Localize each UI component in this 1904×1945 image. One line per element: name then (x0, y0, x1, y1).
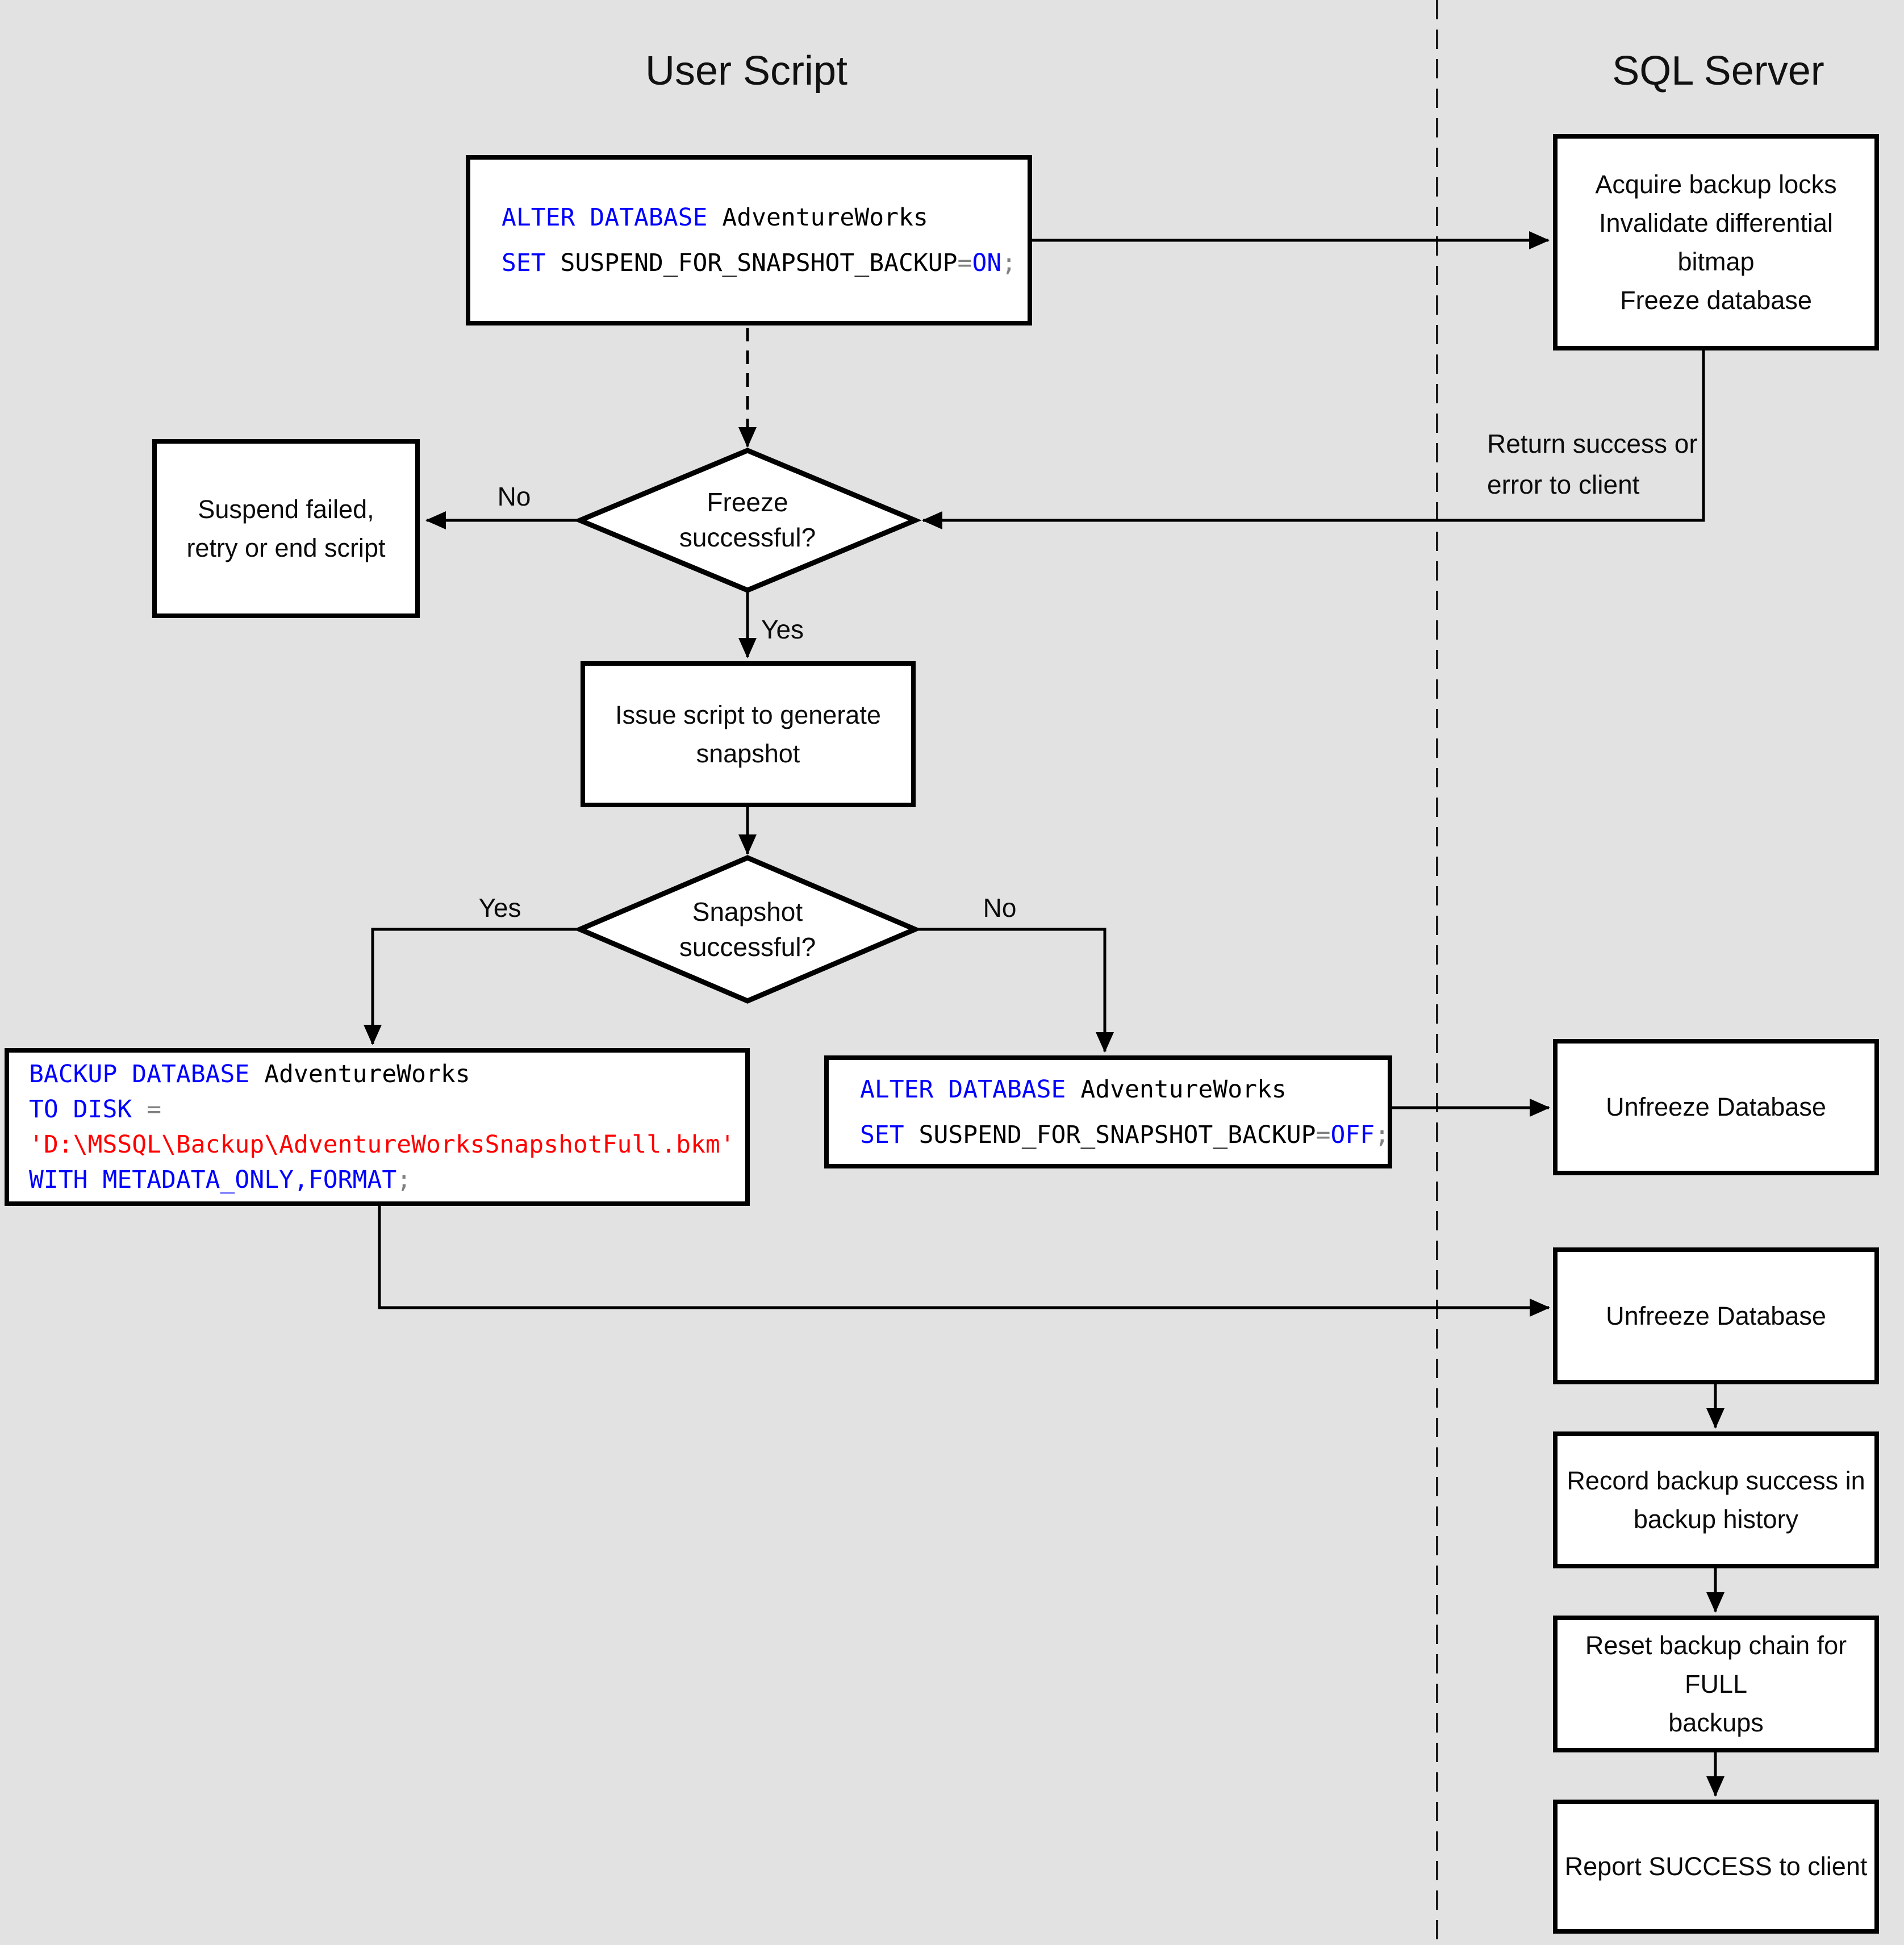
node-issue-script: Issue script to generate snapshot (581, 661, 916, 807)
code-line: WITH METADATA_ONLY,FORMAT; (29, 1166, 412, 1194)
freeze-decision-label: Freeze successful? (679, 487, 816, 552)
node-unfreeze-database-1: Unfreeze Database (1553, 1039, 1879, 1175)
snapshot-decision-label: Snapshot successful? (679, 897, 816, 962)
node-record-backup-history: Record backup success in backup history (1553, 1431, 1879, 1568)
code-line: SET SUSPEND_FOR_SNAPSHOT_BACKUP=OFF; (860, 1120, 1389, 1149)
lane-title-user-script: User Script (645, 48, 848, 94)
code-line: SET SUSPEND_FOR_SNAPSHOT_BACKUP=ON; (502, 249, 1017, 277)
node-acquire-backup-locks: Acquire backup locks Invalidate differen… (1553, 134, 1879, 350)
edge-label-freeze-yes: Yes (761, 615, 804, 644)
edge-snapshot-yes-to-backup (364, 928, 580, 1045)
code-line: ALTER DATABASE AdventureWorks (502, 203, 928, 232)
node-label: Report SUCCESS to client (1564, 1852, 1868, 1881)
lane-title-sql-server: SQL Server (1612, 48, 1824, 94)
edge-label-freeze-no: No (497, 482, 531, 511)
node-label: Record backup success in backup history (1567, 1466, 1865, 1534)
node-label: Unfreeze Database (1606, 1301, 1826, 1330)
edge-label-snapshot-no: No (983, 893, 1017, 923)
node-label: Suspend failed, retry or end script (186, 494, 386, 562)
node-label: Acquire backup locks Invalidate differen… (1595, 169, 1837, 315)
edge-snapshot-no-to-alter-off (915, 928, 1114, 1053)
node-label: Reset backup chain for FULL backups (1585, 1630, 1847, 1737)
edge-acquire-to-freeze-decision (922, 350, 1705, 529)
node-unfreeze-database-2: Unfreeze Database (1553, 1247, 1879, 1384)
code-line: TO DISK = (29, 1095, 161, 1124)
node-suspend-failed: Suspend failed, retry or end script (152, 439, 420, 618)
freeze-decision-diamond (573, 448, 922, 593)
code-line: BACKUP DATABASE AdventureWorks (29, 1060, 470, 1088)
snapshot-decision-diamond (573, 855, 922, 1004)
node-label: Unfreeze Database (1606, 1092, 1826, 1121)
node-label: Issue script to generate snapshot (615, 700, 881, 768)
edge-label-snapshot-yes: Yes (478, 893, 521, 923)
node-backup-database-metadata: BACKUP DATABASE AdventureWorks TO DISK = '… (5, 1048, 750, 1206)
edge-backup-to-unfreeze-2 (378, 1206, 1550, 1317)
code-line: 'D:\MSSQL\Backup\AdventureWorksSnapshotF… (29, 1130, 735, 1159)
node-reset-backup-chain: Reset backup chain for FULL backups (1553, 1616, 1879, 1752)
edge-label-return-success-or-error: Return success or error to client (1487, 429, 1698, 499)
code-line: ALTER DATABASE AdventureWorks (860, 1075, 1287, 1104)
node-report-success: Report SUCCESS to client (1553, 1800, 1879, 1934)
